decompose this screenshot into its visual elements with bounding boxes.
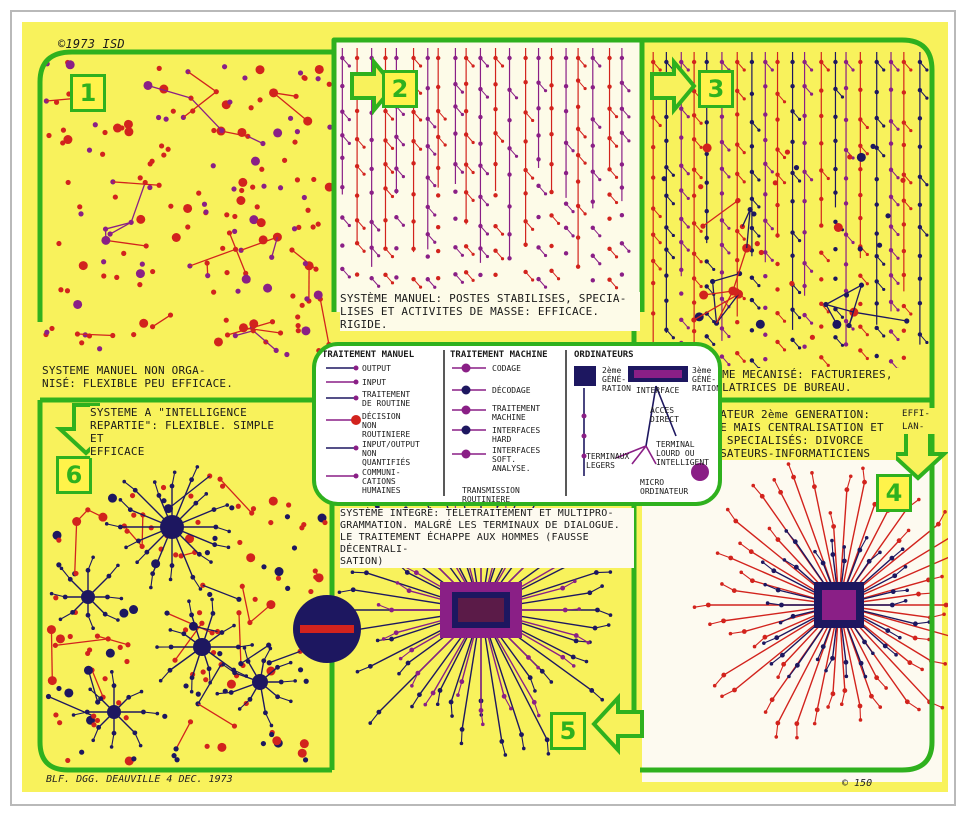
footer-number: © 150	[842, 778, 872, 789]
panel-number-3: 3	[698, 70, 734, 108]
legend-terminal-lourd: TERMINAL LOURD OU INTELLIGENT	[656, 440, 709, 467]
panel-number-6: 6	[56, 456, 92, 494]
caption-panel-4-side: EFFI- LAN-	[902, 408, 938, 434]
legend-output: OUTPUT	[362, 364, 391, 373]
legend-traitement-routine: TRAITEMENT DE ROUTINE	[362, 390, 410, 408]
legend-terminaux-legers: TERMINAUX LEGERS	[586, 452, 629, 470]
legend-2eme-generation: 2ème GÉNÉ- RATION	[602, 366, 631, 393]
panel-number-2: 2	[382, 70, 418, 108]
computer-chip-4-inner	[822, 590, 856, 620]
legend-decision: DÉCISION NON ROUTINIERE	[362, 412, 410, 439]
caption-panel-6: SYSTEME A "INTELLIGENCE REPARTIE": FLEXI…	[90, 406, 290, 458]
legend-codage: CODAGE	[492, 364, 521, 373]
legend-interfaces-hard: INTERFACES HARD	[492, 426, 540, 444]
copyright-header: ©1973 ISD	[58, 38, 125, 51]
legend-traitement-machine: TRAITEMENT MACHINE	[492, 404, 540, 422]
legend-interfaces-soft: INTERFACES SOFT. ANALYSE.	[492, 446, 540, 473]
legend-micro-ordinateur: MICRO ORDINATEUR	[640, 478, 688, 496]
legend-input-output: INPUT/OUTPUT NON QUANTIFIÉS	[362, 440, 420, 467]
legend-transmission: TRANSMISSION ROUTINIERE	[462, 486, 520, 504]
footer-signature: BLF. DGG. DEAUVILLE 4 DEC. 1973	[46, 774, 233, 785]
legend-acces-direct: ACCES DIRECT	[650, 406, 679, 424]
legend-decodage: DÉCODAGE	[492, 386, 531, 395]
panel-number-5: 5	[550, 712, 586, 750]
legend-communications: COMMUNI- CATIONS HUMAINES	[362, 468, 401, 495]
caption-panel-1: SYSTEME MANUEL NON ORGA- NISÉ: FLEXIBLE …	[42, 364, 312, 390]
computer-chip-5-inner	[458, 598, 504, 622]
legend-box: TRAITEMENT MANUEL TRAITEMENT MACHINE ORD…	[312, 342, 722, 506]
poster: 1 2 3 4 5 6 ©1973 ISD SYSTEME MANUEL NON…	[22, 22, 948, 792]
legend-input: INPUT	[362, 378, 386, 387]
panel-number-4: 4	[876, 474, 912, 512]
legend-interface: INTERFACE	[636, 386, 679, 395]
divider-disc-bar	[300, 625, 354, 633]
panel-number-1: 1	[70, 74, 106, 112]
caption-panel-3: SYSTÈME MECANISÉ: FACTURIERES, CALCULATR…	[688, 368, 928, 394]
caption-panel-2: SYSTÈME MANUEL: POSTES STABILISES, SPECI…	[340, 292, 640, 331]
caption-panel-5: SYSTÈME INTEGRÉ: TELETRAITEMENT ET MULTI…	[340, 508, 634, 568]
legend-3eme-generation: 3ème GÉNÉ- RATION	[692, 366, 721, 393]
